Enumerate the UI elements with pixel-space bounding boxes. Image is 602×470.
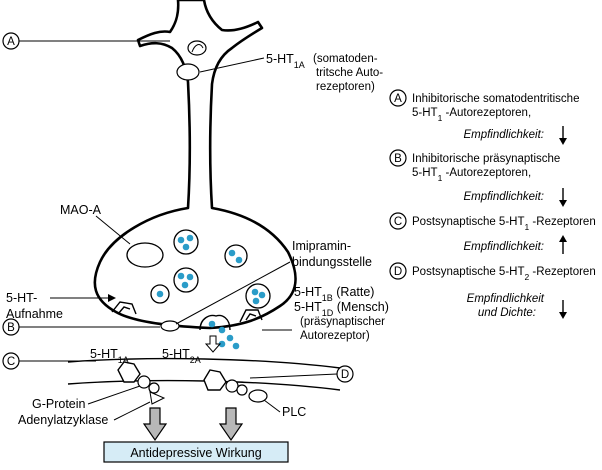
postsynaptic-membrane-top [67, 357, 341, 369]
marker-d-leader [249, 373, 338, 379]
legend-marker-b-label: B [394, 153, 402, 165]
ht1a-top-label: 5-HT1A [266, 52, 305, 70]
ht1d-label: 5-HT1D (Mensch) [294, 300, 389, 318]
somato-label-line3: rezeptoren) [316, 81, 375, 93]
legend-b-sensitivity: Empfindlichkeit: [463, 191, 544, 203]
praesyn-label-line2: Autorezeptor) [300, 330, 370, 342]
legend-marker-c [389, 212, 407, 230]
plc-leader [263, 399, 281, 413]
reuptake-transporter-icon [111, 301, 137, 315]
adenylate-cyclase-icon [149, 391, 166, 405]
legend-d-sensitivity-line1: Empfindlichkeit [467, 293, 545, 305]
somato-label-line1: (somatoden- [313, 53, 378, 65]
5ht1a-autoreceptor-icon [176, 63, 200, 81]
somatodendritic-receptor-notch [191, 44, 204, 53]
marker-a-label: A [7, 36, 15, 48]
gq-protein-icon [225, 379, 239, 393]
imipramin-label-line1: Imipramin- [292, 239, 351, 253]
adenylatzyklase-label: Adenylatzyklase [18, 413, 108, 427]
vesicle-1 [173, 229, 199, 255]
g-protein-label: G-Protein [32, 397, 86, 411]
effect-arrow-right [218, 407, 244, 442]
legend-b-line2: 5-HT1 -Autorezeptoren, [412, 167, 531, 183]
legend-c-line1: Postsynaptische 5-HT1 -Rezeptoren [412, 216, 596, 232]
mao-a-organelle [126, 242, 164, 268]
uptake-arrowhead [108, 294, 116, 302]
legend-marker-a-label: A [394, 93, 402, 105]
postsynaptic-5ht1a-receptor-icon [117, 361, 141, 383]
legend-c-sensitivity: Empfindlichkeit: [463, 241, 544, 253]
antidepressant-effect-box [103, 441, 289, 463]
legend-d-line1: Postsynaptische 5-HT2 -Rezeptoren [412, 266, 596, 282]
legend-marker-a [389, 89, 407, 107]
legend-a-sensitivity: Empfindlichkeit: [463, 129, 544, 141]
postsynaptic-5ht2a-receptor-icon [203, 369, 227, 391]
presynaptic-autoreceptor-inner [245, 313, 257, 321]
imipramin-leader [175, 261, 291, 325]
ht1a-top-leader [199, 57, 265, 73]
adenylatzyklase-leader [113, 401, 151, 421]
somatodendritic-receptor-icon [187, 40, 207, 56]
marker-c-label: C [7, 356, 15, 368]
antidepressant-effect-label: Antidepressive Wirkung [130, 446, 261, 460]
marker-b-label: B [7, 322, 15, 334]
vesicle-3 [173, 267, 199, 293]
imipramin-label-line2: bindungsstelle [292, 255, 372, 269]
praesyn-label-line1: (präsynaptischer [300, 316, 385, 328]
legend-d-sensitivity-line2: und Dichte: [478, 307, 536, 319]
ht1b-label: 5-HT1B (Ratte) [294, 285, 374, 303]
legend-marker-d-label: D [394, 266, 402, 278]
uptake-label-line1: 5-HT- [6, 291, 37, 305]
ht2a-label: 5-HT2A [162, 347, 201, 365]
legend: A Inhibitorische somatodentritische 5-HT… [389, 89, 596, 319]
uptake-label-line2: Aufnahme [6, 307, 63, 321]
g-protein-leader [87, 385, 141, 405]
legend-a-line2: 5-HT1 -Autorezeptoren, [412, 107, 531, 123]
presynaptic-autoreceptor-icon [239, 309, 263, 323]
somato-label-line2: tritsche Auto- [316, 67, 383, 79]
ht1a-post-label: 5-HT1A [90, 347, 129, 365]
imipramine-binding-site-icon [160, 320, 180, 332]
legend-marker-d [389, 262, 407, 280]
reuptake-transporter-inner [117, 306, 131, 315]
release-site [199, 314, 231, 331]
legend-a-line1: Inhibitorische somatodentritische [412, 93, 579, 105]
marker-d-label: D [341, 369, 349, 381]
legend-marker-c-label: C [394, 216, 402, 228]
g-protein-icon [137, 375, 151, 389]
mao-a-leader [95, 215, 131, 245]
release-arrow-icon [204, 335, 222, 353]
vesicle-2 [224, 244, 248, 268]
effect-arrow-left [142, 407, 168, 442]
postsynaptic-membrane-bottom [67, 379, 341, 391]
plc-icon [248, 389, 268, 403]
vesicle-4 [150, 284, 170, 304]
vesicle-5 [245, 283, 271, 309]
plc-label: PLC [282, 405, 306, 419]
legend-b-line1: Inhibitorische präsynaptische [412, 153, 560, 165]
mao-a-label: MAO-A [60, 203, 102, 217]
legend-marker-b [389, 149, 407, 167]
